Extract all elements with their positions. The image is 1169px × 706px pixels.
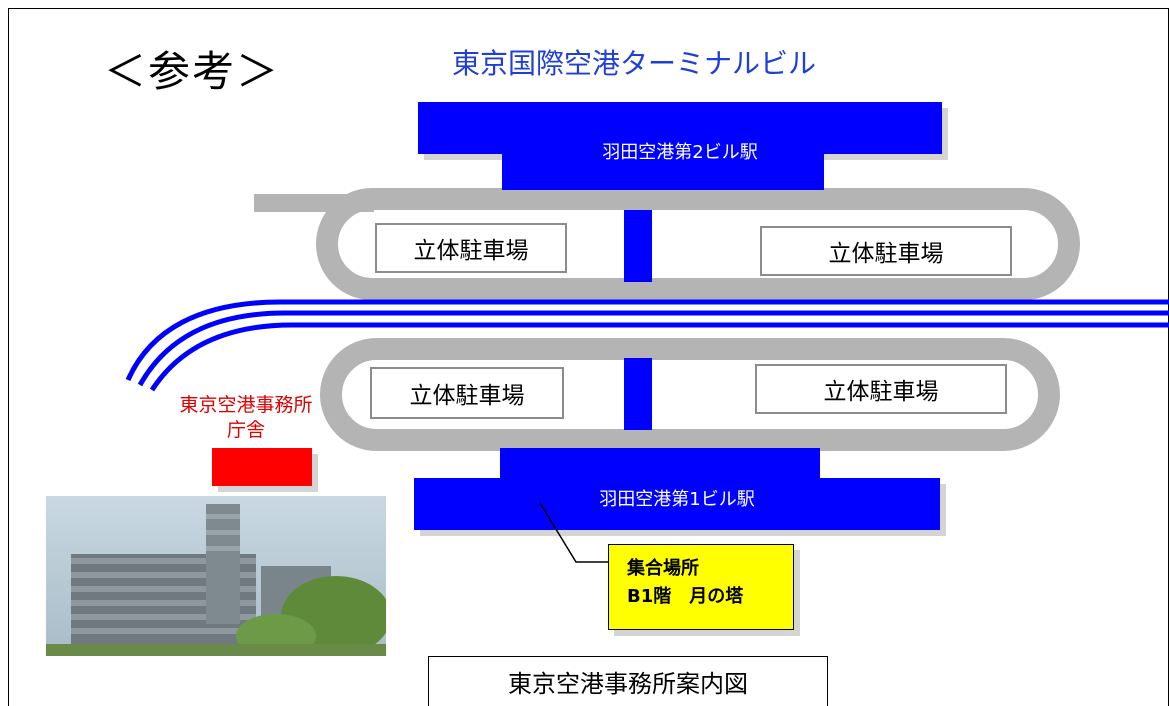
office-building-illustration	[46, 496, 386, 656]
airport-office-label-line1: 東京空港事務所	[179, 394, 313, 416]
reference-heading: ＜参考＞	[104, 47, 281, 96]
meeting-point-line2: B1階 月の塔	[627, 586, 744, 607]
meeting-point-box: 集合場所 B1階 月の塔	[608, 544, 794, 630]
terminal1-station	[414, 478, 940, 530]
upper-connector	[624, 210, 652, 282]
parking-bottom-right: 立体駐車場	[755, 364, 1007, 414]
lower-road-loop	[320, 338, 1060, 451]
map-caption: 東京空港事務所案内図	[428, 656, 828, 706]
parking-bottom-left: 立体駐車場	[370, 367, 564, 419]
upper-road-spur	[254, 194, 374, 212]
parking-top-right: 立体駐車場	[760, 226, 1012, 276]
terminal1-station-top	[500, 448, 820, 482]
office-building-photo	[46, 496, 386, 656]
airport-office-label: 東京空港事務所 庁舎	[150, 393, 342, 443]
terminal1-station-label: 羽田空港第1ビル駅	[599, 489, 755, 510]
lower-connector	[624, 358, 652, 430]
airport-office-marker	[212, 448, 312, 486]
parking-top-left: 立体駐車場	[375, 223, 567, 273]
terminal2-station-base	[502, 150, 824, 190]
meeting-point-line1: 集合場所	[627, 558, 699, 579]
terminal-building-title: 東京国際空港ターミナルビル	[452, 47, 817, 80]
terminal2-station-label: 羽田空港第2ビル駅	[602, 142, 758, 163]
rail-line-3	[149, 322, 1169, 392]
rail-line-2	[137, 310, 1169, 387]
terminal2-station	[418, 102, 942, 154]
rail-line-1	[125, 299, 1169, 382]
airport-office-label-line2: 庁舎	[226, 419, 265, 441]
